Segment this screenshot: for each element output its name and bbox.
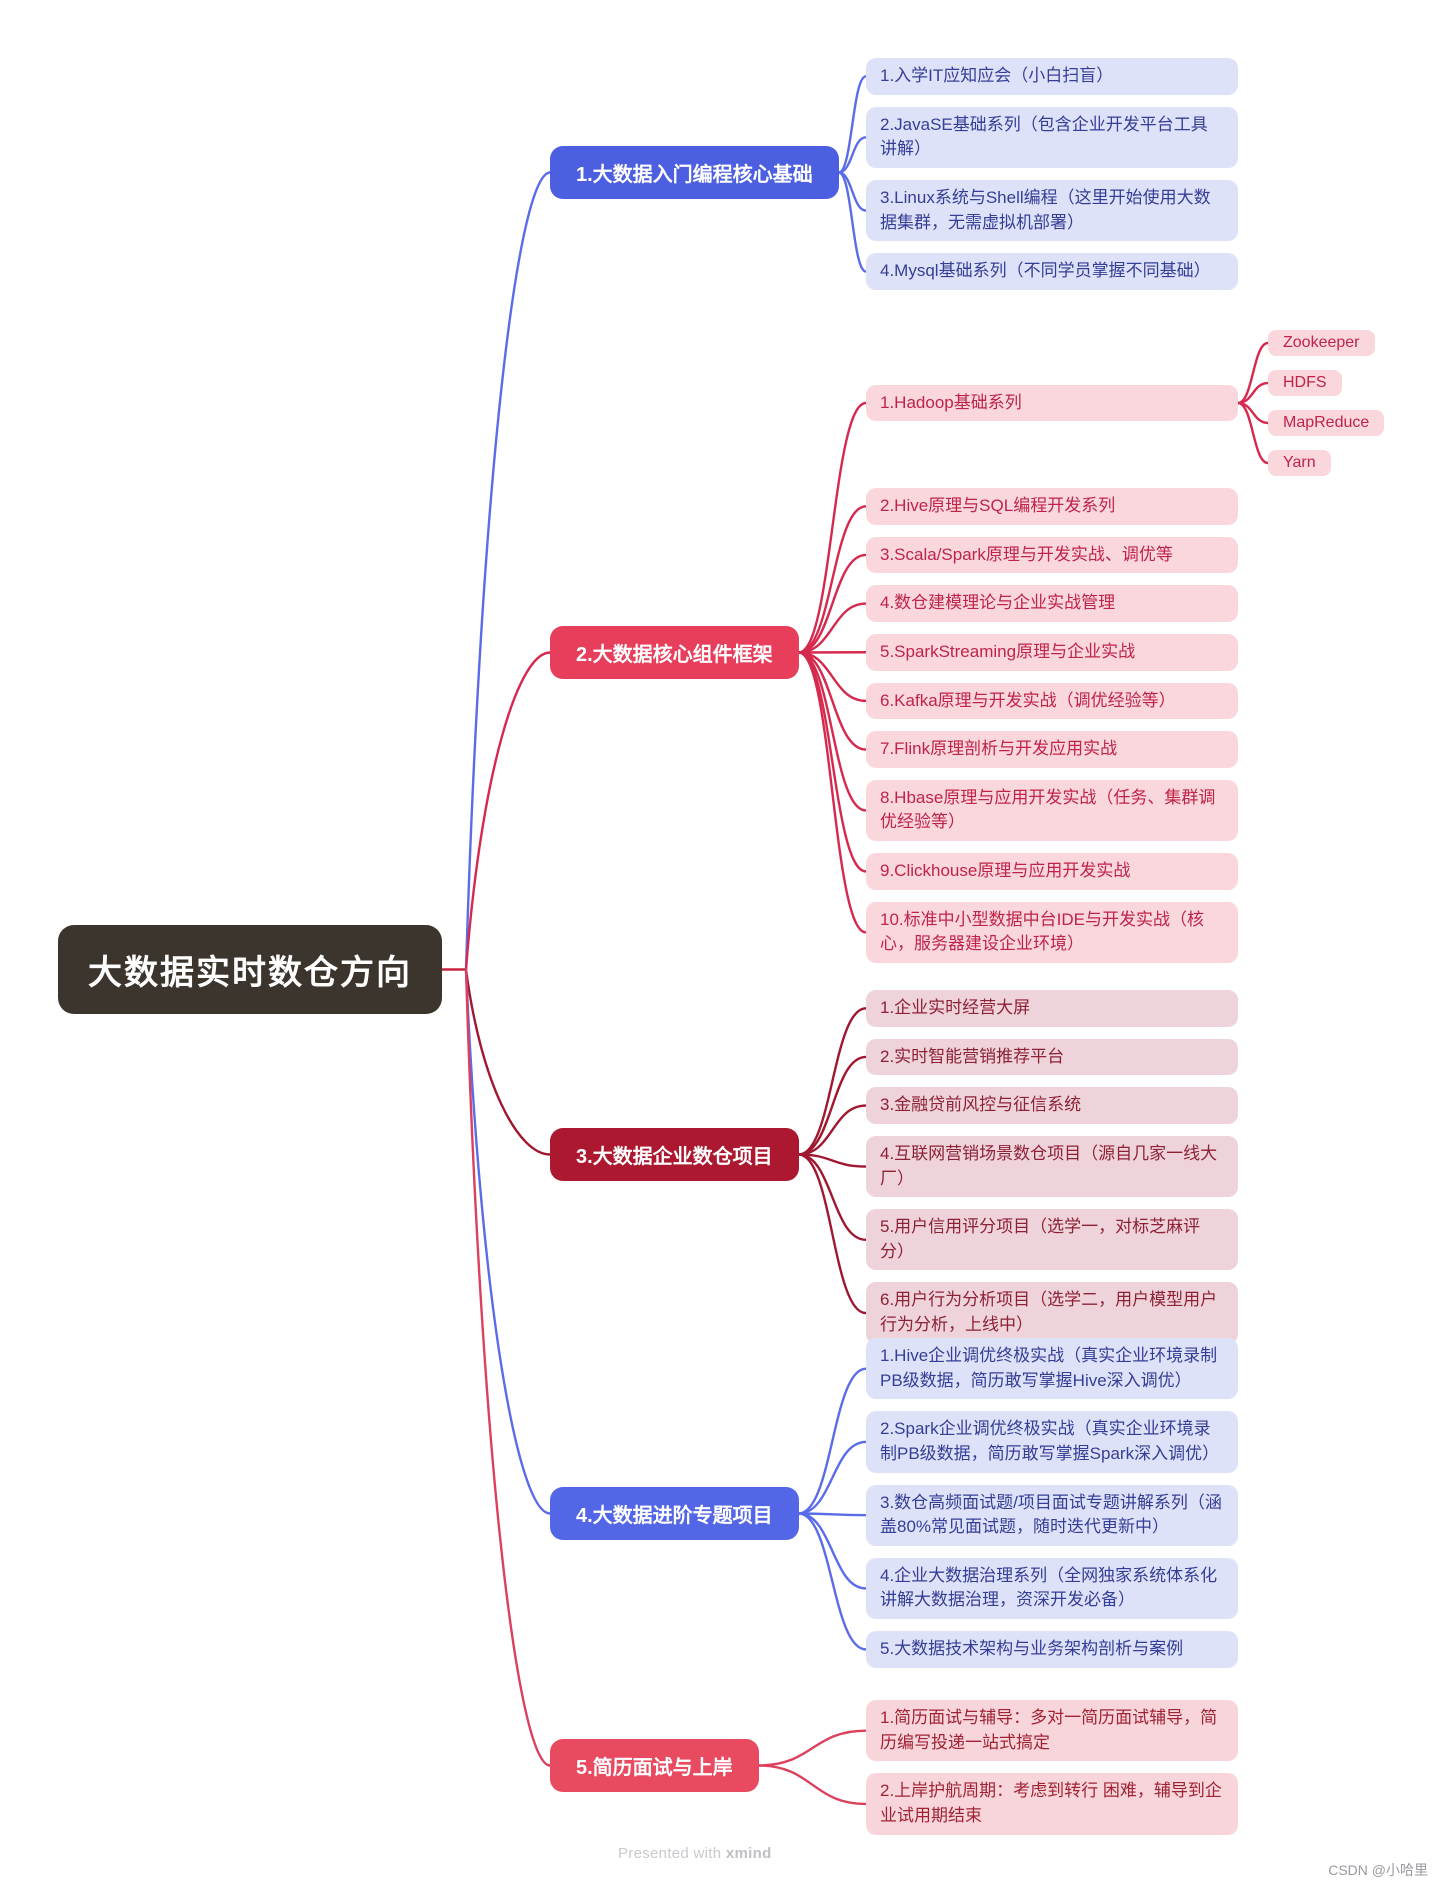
topic-node[interactable]: 2.Spark企业调优终极实战（真实企业环境录制PB级数据，简历敢写掌握Spar… xyxy=(866,1411,1238,1473)
branch-3-children: 1.企业实时经营大屏 2.实时智能营销推荐平台 3.金融贷前风控与征信系统 4.互联网… xyxy=(866,990,1238,1344)
topic-node[interactable]: 1.入学IT应知应会（小白扫盲） xyxy=(866,58,1238,95)
branch-4-children: 1.Hive企业调优终极实战（真实企业环境录制PB级数据，简历敢写掌握Hive深… xyxy=(866,1338,1238,1668)
topic-node[interactable]: 6.Kafka原理与开发实战（调优经验等） xyxy=(866,682,1238,720)
topic-node[interactable]: 5.SparkStreaming原理与企业实战 xyxy=(866,633,1238,671)
topic-node[interactable]: 2.JavaSE基础系列（包含企业开发平台工具讲解） xyxy=(866,106,1238,168)
topic-node[interactable]: HDFS xyxy=(1268,370,1342,396)
csdn-watermark: CSDN @小哈里 xyxy=(1328,1862,1428,1878)
presented-prefix: Presented with xyxy=(618,1845,726,1862)
topic-node[interactable]: 3.Scala/Spark原理与开发实战、调优等 xyxy=(866,536,1238,574)
topic-node[interactable]: 4.互联网营销场景数仓项目（源自几家一线大厂） xyxy=(866,1135,1238,1198)
topic-node[interactable]: Zookeeper xyxy=(1268,330,1375,356)
topic-node[interactable]: 2.Hive原理与SQL编程开发系列 xyxy=(866,488,1238,525)
branch-1-children: 1.入学IT应知应会（小白扫盲） 2.JavaSE基础系列（包含企业开发平台工具讲… xyxy=(866,58,1238,290)
topic-node[interactable]: 2.实时智能营销推荐平台 xyxy=(866,1038,1238,1076)
topic-node[interactable]: 9.Clickhouse原理与应用开发实战 xyxy=(866,853,1238,890)
topic-node[interactable]: 4.企业大数据治理系列（全网独家系统体系化讲解大数据治理，资深开发必备） xyxy=(866,1557,1238,1620)
topic-node[interactable]: 1.Hadoop基础系列 xyxy=(866,384,1238,422)
branch-node-3[interactable]: 3.大数据企业数仓项目 xyxy=(550,1128,799,1181)
branch-node-5[interactable]: 5.简历面试与上岸 xyxy=(550,1739,759,1792)
branch-5-children: 1.简历面试与辅导：多对一简历面试辅导，简历编写投递一站式搞定 2.上岸护航周期：… xyxy=(866,1700,1238,1835)
topic-node[interactable]: 1.企业实时经营大屏 xyxy=(866,990,1238,1027)
topic-node[interactable]: Yarn xyxy=(1268,450,1331,476)
topic-node[interactable]: 4.Mysql基础系列（不同学员掌握不同基础） xyxy=(866,253,1238,290)
presented-with-xmind: Presented with xmind xyxy=(618,1845,772,1862)
topic-node[interactable]: 3.Linux系统与Shell编程（这里开始使用大数据集群，无需虚拟机部署） xyxy=(866,179,1238,242)
topic-node[interactable]: 5.大数据技术架构与业务架构剖析与案例 xyxy=(866,1631,1238,1668)
topic-node[interactable]: 8.Hbase原理与应用开发实战（任务、集群调优经验等） xyxy=(866,779,1238,842)
topic-node[interactable]: 1.Hive企业调优终极实战（真实企业环境录制PB级数据，简历敢写掌握Hive深… xyxy=(866,1338,1238,1400)
branch-node-1[interactable]: 1.大数据入门编程核心基础 xyxy=(550,146,839,199)
topic-node[interactable]: 6.用户行为分析项目（选学二，用户模型用户行为分析，上线中） xyxy=(866,1282,1238,1344)
topic-node[interactable]: 10.标准中小型数据中台IDE与开发实战（核心，服务器建设企业环境） xyxy=(866,901,1238,964)
topic-node[interactable]: 4.数仓建模理论与企业实战管理 xyxy=(866,585,1238,622)
central-topic-node[interactable]: 大数据实时数仓方向 xyxy=(58,925,442,1014)
branch-node-4[interactable]: 4.大数据进阶专题项目 xyxy=(550,1487,799,1540)
branch-node-2[interactable]: 2.大数据核心组件框架 xyxy=(550,626,799,679)
topic-node[interactable]: 2.上岸护航周期：考虑到转行 困难，辅导到企业试用期结束 xyxy=(866,1773,1238,1835)
topic-node[interactable]: 3.数仓高频面试题/项目面试专题讲解系列（涵盖80%常见面试题，随时迭代更新中） xyxy=(866,1484,1238,1546)
topic-node[interactable]: 3.金融贷前风控与征信系统 xyxy=(866,1087,1238,1124)
topic-node[interactable]: 5.用户信用评分项目（选学一，对标芝麻评分） xyxy=(866,1209,1238,1271)
topic-node[interactable]: 1.简历面试与辅导：多对一简历面试辅导，简历编写投递一站式搞定 xyxy=(866,1700,1238,1762)
xmind-brand: xmind xyxy=(725,1845,772,1862)
topic-node[interactable]: MapReduce xyxy=(1268,410,1385,436)
topic-node[interactable]: 7.Flink原理剖析与开发应用实战 xyxy=(866,731,1238,768)
